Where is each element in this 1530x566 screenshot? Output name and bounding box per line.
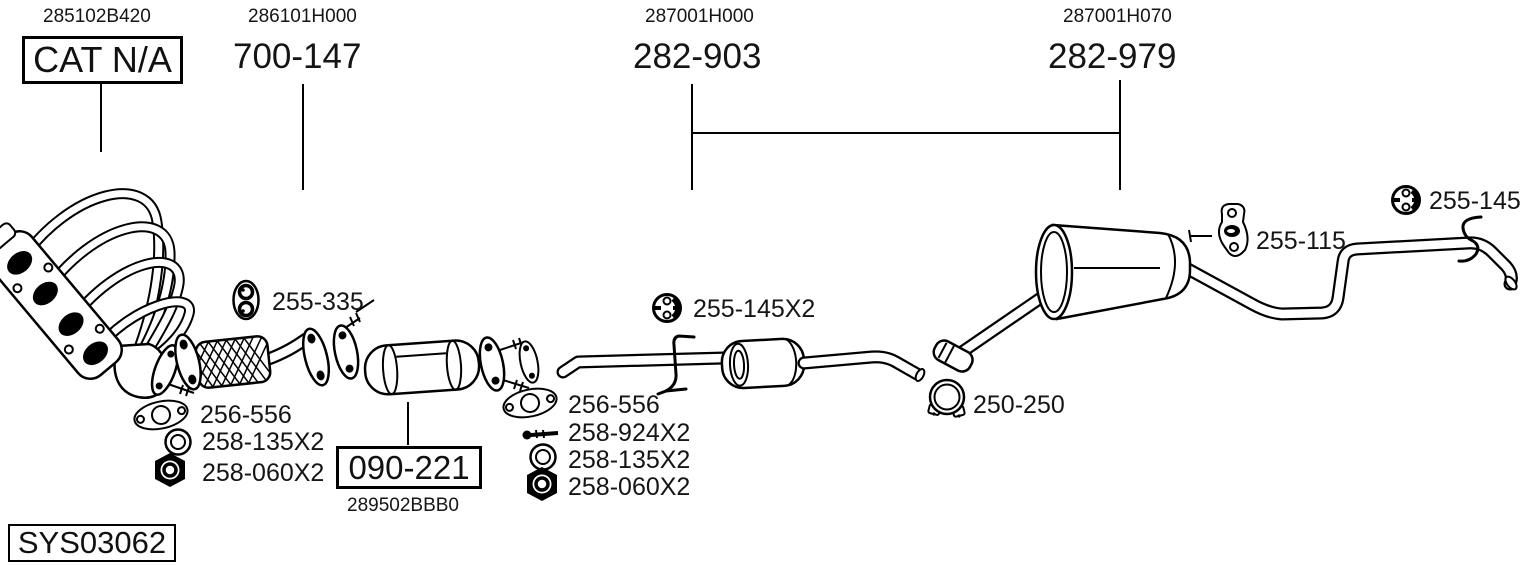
rubber-mount-icon-tail (1391, 185, 1421, 215)
gasket-icon-mid (502, 387, 558, 419)
manifold-outlet-flange (150, 344, 180, 396)
nut-icon-left (155, 453, 185, 487)
exhaust-manifold (0, 188, 195, 399)
gasket-icon-left (133, 399, 189, 431)
cat-part-code: 289502BBB0 (347, 495, 459, 516)
hw-left-nut-label: 258-060X2 (202, 459, 325, 487)
frontpipe-callout-label: 700-147 (233, 37, 362, 76)
cat-callout-label: CAT N/A (33, 39, 172, 80)
part-code-frontpipe: 286101H000 (248, 6, 357, 27)
bracket-hanger-icon (1218, 203, 1249, 257)
washer-ring-icon-left (164, 428, 192, 456)
hw-mid-bolt-label: 258-924X2 (568, 419, 691, 447)
tail-mount-label: 255-145 (1429, 187, 1521, 215)
pipe-clamp-label: 250-250 (973, 391, 1065, 419)
rear-muffler (932, 215, 1518, 373)
rear-callout-label: 282-979 (1048, 37, 1177, 76)
nut-icon-mid (527, 467, 557, 501)
cat-part-box: 090-221 (336, 446, 482, 489)
part-code-rear: 287001H070 (1063, 6, 1172, 27)
inline-gasket (518, 340, 540, 384)
centre-pipe-resonator (556, 334, 926, 396)
flex-pipe (174, 327, 331, 391)
bolt-icon (522, 429, 559, 440)
clamp-icon (927, 378, 966, 418)
flex-hanger-label: 255-335 (272, 288, 364, 316)
hw-left-ring-label: 258-135X2 (202, 428, 325, 456)
washer-ring-icon-mid (529, 443, 557, 471)
hw-mid-nut-label: 258-060X2 (568, 473, 691, 501)
rubber-mount-icon-mid (652, 293, 682, 323)
hw-left-gasket-label: 256-556 (200, 401, 292, 429)
hw-mid-ring-label: 258-135X2 (568, 446, 691, 474)
mid-mount-label: 255-145X2 (693, 295, 816, 323)
cat-callout-box: CAT N/A (22, 36, 183, 84)
cat-part-label: 090-221 (348, 448, 470, 486)
catalytic-converter (332, 299, 540, 396)
rear-bracket-label: 255-115 (1256, 227, 1346, 255)
system-code-box: SYS03062 (8, 524, 176, 562)
double-ring-hanger-icon (232, 279, 260, 321)
hw-mid-gasket-label: 256-556 (568, 391, 660, 419)
leader-lines (100, 80, 1121, 445)
part-code-centre: 287001H000 (645, 6, 754, 27)
centre-callout-label: 282-903 (633, 37, 762, 76)
system-code-label: SYS03062 (17, 525, 167, 560)
part-code-cat: 285102B420 (43, 6, 151, 27)
